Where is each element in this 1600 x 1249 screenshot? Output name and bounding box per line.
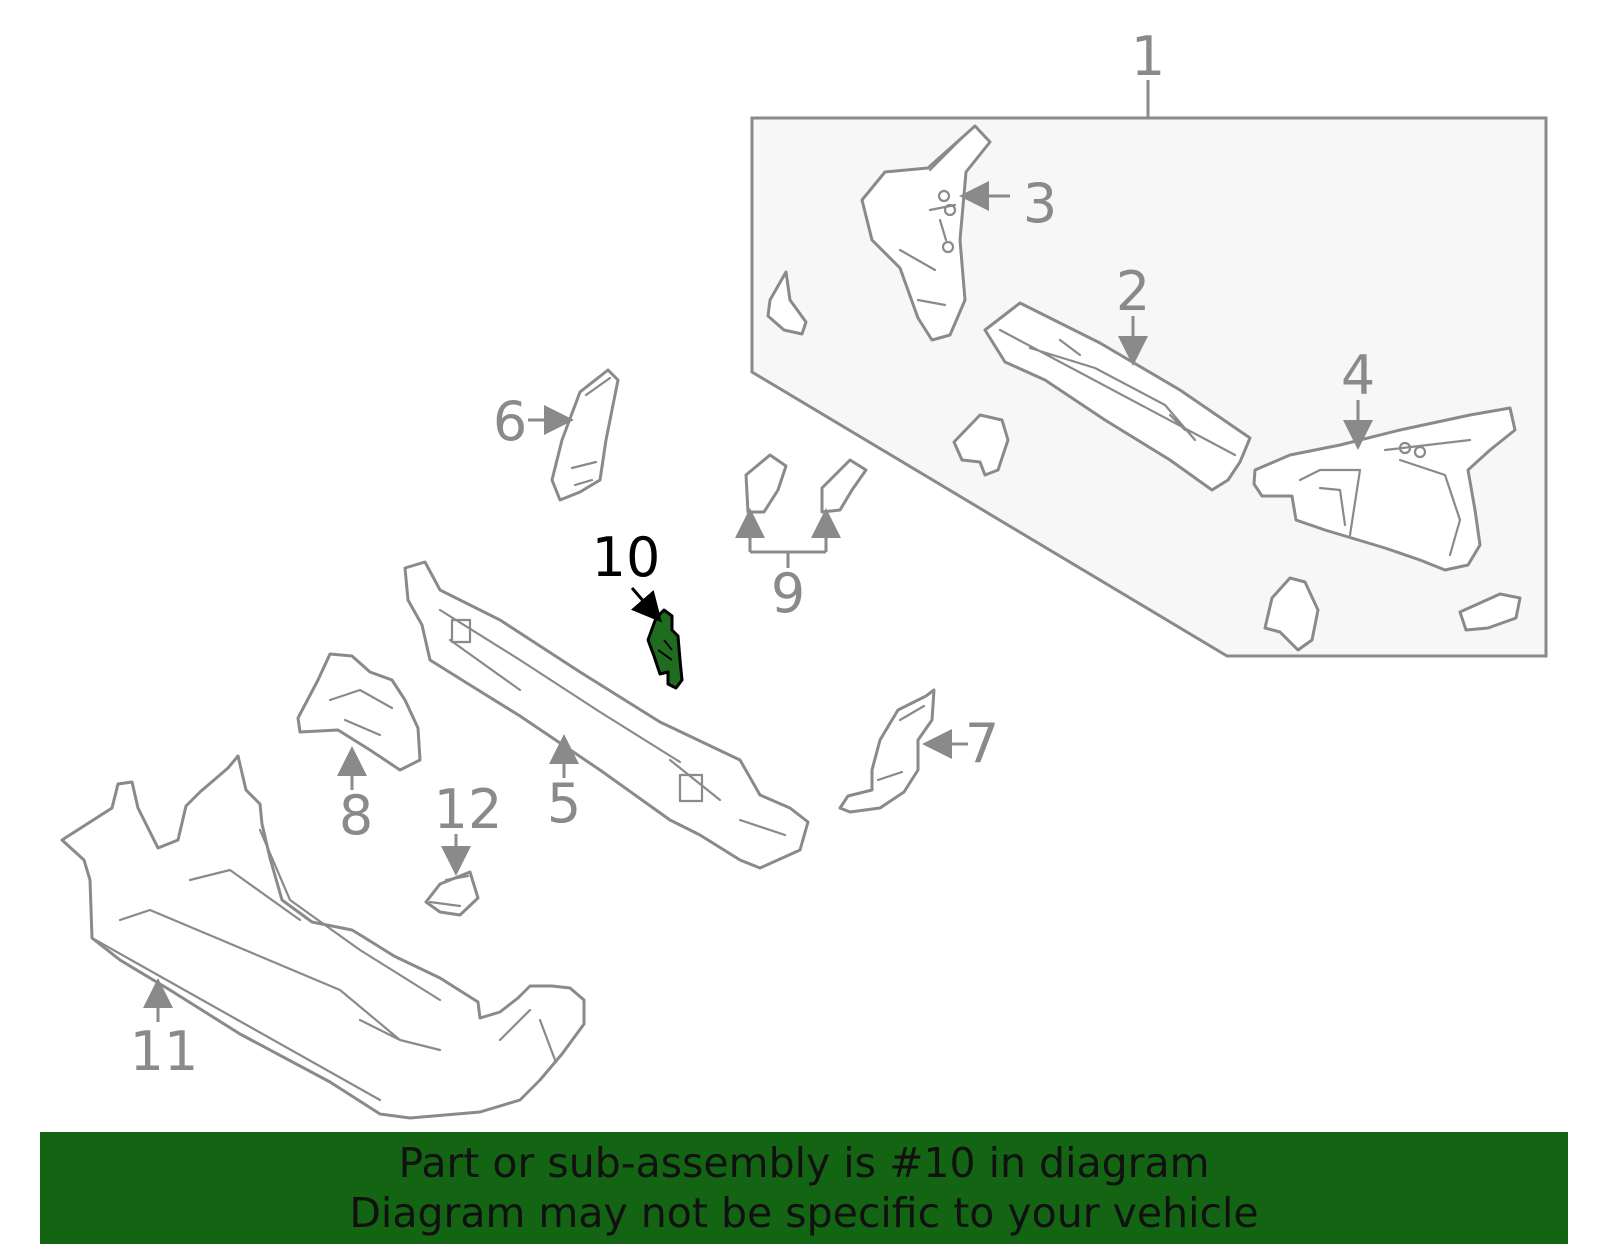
part-5-lower-cross-member[interactable] xyxy=(403,560,810,870)
callout-11: 11 xyxy=(130,1020,199,1083)
part-6-bracket[interactable] xyxy=(550,368,620,502)
callout-numbers: 1 3 2 4 6 10 9 7 5 8 12 11 xyxy=(130,25,1376,1083)
part-10-bracket-highlighted[interactable] xyxy=(646,608,684,690)
part-9-bracket-left[interactable] xyxy=(744,453,788,514)
assembly-inset-box xyxy=(750,80,1548,658)
part-8-bracket[interactable] xyxy=(296,652,422,772)
callout-5: 5 xyxy=(547,772,581,835)
callout-1: 1 xyxy=(1131,25,1165,88)
inset-small-bracket-left[interactable] xyxy=(766,270,808,336)
leader-9 xyxy=(748,512,828,568)
callout-2: 2 xyxy=(1116,260,1150,323)
part-12-cap[interactable] xyxy=(424,870,480,917)
leader-10 xyxy=(630,587,662,623)
part-7-bracket[interactable] xyxy=(838,688,936,814)
inset-small-bracket-middle[interactable] xyxy=(952,413,1010,477)
callout-10: 10 xyxy=(592,526,661,589)
part-3-bracket[interactable] xyxy=(860,124,992,342)
callout-12: 12 xyxy=(434,778,503,841)
callout-7: 7 xyxy=(965,712,999,775)
part-2-cross-member[interactable] xyxy=(983,301,1252,492)
part-4-side-member[interactable] xyxy=(1252,406,1517,572)
leader-lines xyxy=(143,181,1373,1022)
callout-4: 4 xyxy=(1341,344,1375,407)
info-banner: Part or sub-assembly is #10 in diagram D… xyxy=(40,1132,1568,1244)
callout-8: 8 xyxy=(339,784,373,847)
banner-line-2: Diagram may not be specific to your vehi… xyxy=(349,1189,1259,1237)
callout-3: 3 xyxy=(1023,172,1057,235)
inset-small-cap[interactable] xyxy=(1458,592,1522,632)
inset-small-bracket-bottom[interactable] xyxy=(1263,576,1320,652)
banner-line-1: Part or sub-assembly is #10 in diagram xyxy=(398,1139,1210,1187)
part-9-bracket-right[interactable] xyxy=(820,458,868,514)
callout-9: 9 xyxy=(771,562,805,625)
callout-6: 6 xyxy=(493,390,527,453)
part-11-under-cover[interactable] xyxy=(60,754,586,1120)
